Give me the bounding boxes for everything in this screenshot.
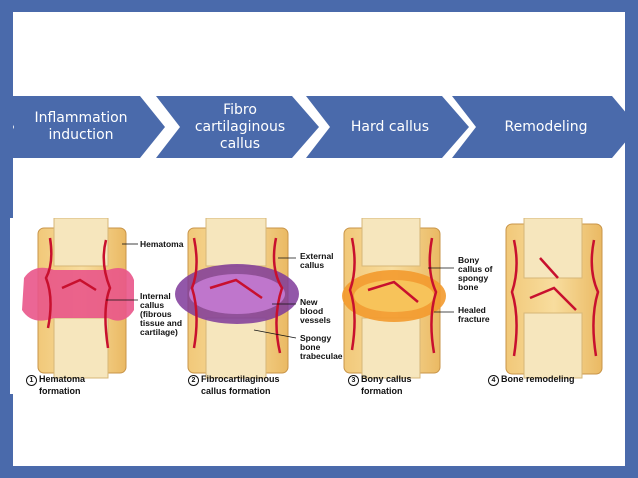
label-new-blood-vessels: New blood vessels (300, 297, 331, 325)
label-hematoma: Hematoma (140, 239, 184, 249)
chevron-arrow-icon (306, 96, 469, 158)
label-leader-lines (106, 243, 454, 339)
label-external-callus: External callus (300, 251, 334, 270)
label-bony-callus: Bony callus of spongy bone (458, 255, 493, 292)
chevron-arrow-icon (452, 96, 638, 158)
chevron-arrow-icon (0, 96, 165, 158)
label-internal-callus: Internal callus (fibrous tissue and cart… (140, 291, 183, 337)
process-step-4: Remodeling (452, 96, 638, 158)
stage-3-bone (342, 217, 446, 379)
fracture-healing-illustration (22, 217, 603, 379)
process-step-3: Hard callus (306, 96, 469, 158)
label-healed-fracture: Healed fracture (458, 305, 490, 324)
stage-1-bone (22, 217, 134, 379)
stage-4-bone (505, 217, 603, 379)
process-step-label: Hard callus (350, 118, 430, 135)
process-step-label: Remodeling (504, 118, 588, 135)
label-spongy-bone-trabeculae: Spongy bone trabeculae (300, 333, 343, 361)
fracture-healing-figure: Hematoma Internal callus (fibrous tissue… (10, 217, 618, 396)
stage-2-bone (175, 217, 299, 379)
chevron-arrow-icon (156, 96, 319, 158)
